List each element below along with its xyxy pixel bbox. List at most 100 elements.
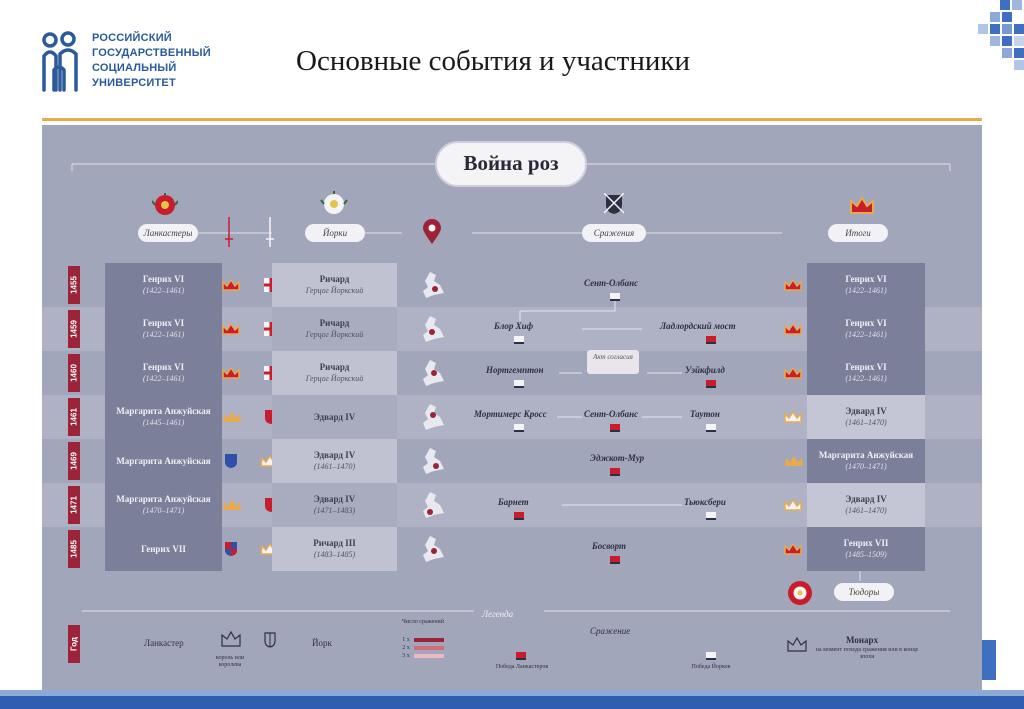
england-map-icon [423,404,444,430]
column-label-battles: Сражения [582,224,646,242]
crown-icon [784,411,802,423]
legend-number-label: Число сражений [402,619,444,625]
legend-title: Легенда [482,609,514,619]
timeline-row: 1485 Генрих VII Ричард III (1483–1485) Б… [42,527,982,571]
crown-icon [222,279,240,291]
battle-label: Нортгемптон [486,365,544,375]
battle-label: Сент-Олбанс [584,409,639,419]
battle-label: Таутон [690,409,720,419]
legend-york: Йорк [312,638,332,648]
white-rose-icon [320,191,348,214]
battle-label: Сент-Олбанс [584,278,639,288]
tudor-label: Тюдоры [834,583,894,601]
battle-label: Тьюксбери [684,497,726,507]
university-logo: РОССИЙСКИЙ ГОСУДАРСТВЕННЫЙ СОЦИАЛЬНЫЙ УН… [40,28,211,98]
york-cell: Эдвард IV (1461–1470) [272,439,397,483]
timeline-row: 1460 Генрих VI (1422–1461) Ричард Герцог… [42,351,982,395]
york-victory-flag [610,293,620,301]
legend-york-win: Победа Йорков [691,664,731,670]
pixel-decoration-icon [978,0,1024,70]
crown-icon [784,367,802,379]
york-victory-flag [706,512,716,520]
result-cell: Маргарита Анжуйская (1470–1471) [807,439,925,483]
lancaster-victory-flag [706,380,716,388]
result-cell: Генрих VI (1422–1461) [807,307,925,351]
slide-title: Основные события и участники [296,45,690,77]
header-divider [42,118,982,121]
legend-lancaster-flag [516,652,526,660]
crown-icon [784,543,802,555]
crown-icon [222,323,240,335]
york-cell: Ричард III (1483–1485) [272,527,397,571]
lancaster-cell: Генрих VI (1422–1461) [105,307,222,351]
england-map-icon [423,448,444,474]
battle-label: Мортимерс Кросс [474,409,547,419]
outline-crown-icon [787,637,807,652]
result-cell: Эдвард IV (1461–1470) [807,395,925,439]
year-tab: 1460 [68,354,80,392]
lancaster-cell: Генрих VI (1422–1461) [105,263,222,307]
footer-band [0,696,1024,709]
year-tab: 1485 [68,530,80,568]
year-tab: 1471 [68,486,80,524]
crown-icon [784,499,802,511]
lancaster-shield-icon [225,454,237,468]
crown-icon [222,367,240,379]
timeline-row: 1469 Маргарита Анжуйская Эдвард IV (1461… [42,439,982,483]
legend-lancaster-win: Победа Ланкастеров [495,664,549,670]
timeline-row: 1471 Маргарита Анжуйская (1470–1471) Эдв… [42,483,982,527]
lancaster-victory-flag [514,512,524,520]
red-rose-icon [152,193,178,215]
logo-text: РОССИЙСКИЙ ГОСУДАРСТВЕННЫЙ СОЦИАЛЬНЫЙ УН… [92,32,211,89]
column-label-lancaster: Ланкастеры [138,224,198,242]
york-cell: Эдвард IV [272,395,397,439]
legend-monarch: Монарх [846,635,879,645]
result-cell: Эдвард IV (1461–1470) [807,483,925,527]
york-cell: Ричард Герцог Йоркский [272,263,397,307]
battle-label: Эджкот-Мур [590,453,645,463]
tudor-rose-icon [788,581,812,605]
lancaster-cell: Маргарита Анжуйская (1470–1471) [105,483,222,527]
legend-bar [414,646,444,650]
england-map-icon [423,272,444,298]
lancaster-victory-flag [610,468,620,476]
act-of-accord-scroll: Акт согласия [587,350,639,374]
york-victory-flag [514,336,524,344]
legend-year-tab: Год [68,625,80,663]
lancaster-victory-flag [706,336,716,344]
legend-bar-label: 2 х [402,645,410,651]
crown-icon [784,323,802,335]
york-cell: Эдвард IV (1471–1483) [272,483,397,527]
lancaster-cell: Генрих VI (1422–1461) [105,351,222,395]
crown-icon [784,279,802,291]
result-cell: Генрих VII (1485–1509) [807,527,925,571]
england-map-icon [423,316,444,342]
year-tab: 1459 [68,310,80,348]
lancaster-victory-flag [610,556,620,564]
legend-bar-label: 3 х [402,653,410,659]
battle-label: Ладлордский мост [660,321,736,331]
side-tab-decoration [982,640,996,680]
wars-of-roses-infographic: Война роз Ланкастеры Йорки Сражения Итог… [42,125,982,691]
timeline-row: 1459 Генрих VI (1422–1461) Ричард Герцог… [42,307,982,351]
lancaster-cell: Генрих VII [105,527,222,571]
tudor-shield-icon [225,542,237,556]
york-cell: Ричард Герцог Йоркский [272,307,397,351]
sword-icon [225,217,233,247]
queen-crown-icon [223,412,241,422]
year-tab: 1461 [68,398,80,436]
map-pin-icon [423,219,441,244]
legend-battle-title: Сражение [590,626,631,636]
battle-arrows [519,301,682,506]
england-map-icon [423,536,444,562]
england-map-icon [423,492,444,518]
outline-shield-icon [264,632,276,648]
legend-monarch-sub: на момент похода сражения или в конце эп… [815,647,919,660]
battle-label: Уэйкфилд [685,365,725,375]
lancaster-victory-flag [610,424,620,432]
people-logo-icon [42,31,78,92]
footer-band-light [0,690,1024,696]
result-cell: Генрих VI (1422–1461) [807,263,925,307]
year-tab: 1455 [68,266,80,304]
timeline-row: 1455 Генрих VI (1422–1461) Ричард Герцог… [42,263,982,307]
